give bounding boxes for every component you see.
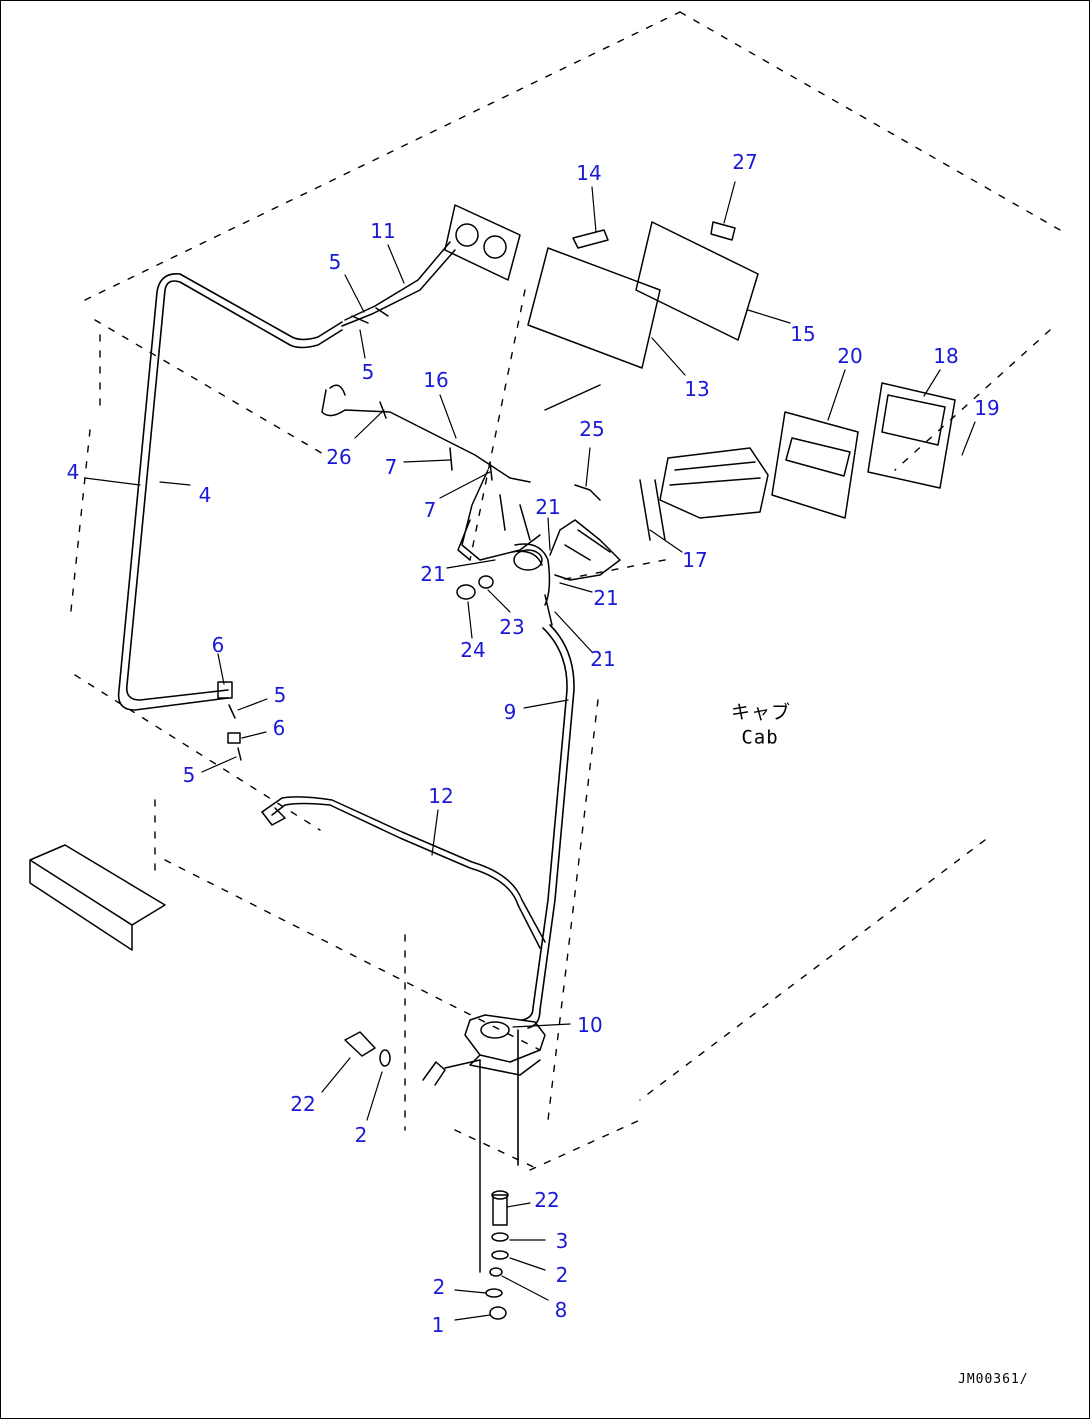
small-parts <box>456 384 601 600</box>
callout-7: 7 <box>384 455 398 479</box>
bracket-10 <box>422 1014 546 1086</box>
callout-6: 6 <box>272 716 286 740</box>
harness-12 <box>261 796 546 949</box>
callout-23: 23 <box>499 615 525 639</box>
callout-2: 2 <box>354 1123 368 1147</box>
harness-26-16-7 <box>321 384 541 561</box>
callout-11: 11 <box>370 219 396 243</box>
callout-20: 20 <box>837 344 863 368</box>
callout-13: 13 <box>684 377 710 401</box>
callout-26: 26 <box>326 445 352 469</box>
callout-19: 19 <box>974 396 1000 420</box>
callout-8: 8 <box>554 1298 568 1322</box>
floor-edge <box>29 844 166 951</box>
callout-17: 17 <box>682 548 708 572</box>
callout-21: 21 <box>593 586 619 610</box>
callout-9: 9 <box>503 700 517 724</box>
cab-label-english: Cab <box>741 726 779 749</box>
harness-11 <box>341 204 521 327</box>
clamps-5-6 <box>217 681 242 761</box>
callout-21: 21 <box>420 562 446 586</box>
harness-4 <box>117 273 343 711</box>
radio-unit <box>639 382 956 541</box>
bolt-stack <box>344 1031 509 1320</box>
callout-1: 1 <box>431 1313 445 1337</box>
callout-27: 27 <box>732 150 758 174</box>
callout-7: 7 <box>423 498 437 522</box>
harness-9 <box>517 624 575 1166</box>
callout-21: 21 <box>590 647 616 671</box>
callout-14: 14 <box>576 161 602 185</box>
callout-6: 6 <box>211 633 225 657</box>
callout-2: 2 <box>555 1263 569 1287</box>
cab-label-japanese: キャブ <box>730 701 792 724</box>
callout-10: 10 <box>577 1013 603 1037</box>
callout-21: 21 <box>535 495 561 519</box>
callout-5: 5 <box>361 360 375 384</box>
callout-22: 22 <box>534 1188 560 1212</box>
callout-4: 4 <box>66 460 80 484</box>
figure-id: JM00361/ <box>958 1372 1029 1387</box>
callout-24: 24 <box>460 638 486 662</box>
leader-lines <box>84 181 976 1321</box>
callout-5: 5 <box>182 763 196 787</box>
callout-12: 12 <box>428 784 454 808</box>
callout-3: 3 <box>555 1229 569 1253</box>
callout-5: 5 <box>328 250 342 274</box>
callout-18: 18 <box>933 344 959 368</box>
callout-25: 25 <box>579 417 605 441</box>
plates-13-15 <box>527 221 759 369</box>
callout-5: 5 <box>273 683 287 707</box>
connector-cluster-21 <box>511 519 621 626</box>
cab-outline <box>69 11 1061 1171</box>
callout-22: 22 <box>290 1092 316 1116</box>
callout-4: 4 <box>198 483 212 507</box>
callout-2: 2 <box>432 1275 446 1299</box>
callout-16: 16 <box>423 368 449 392</box>
callout-15: 15 <box>790 322 816 346</box>
